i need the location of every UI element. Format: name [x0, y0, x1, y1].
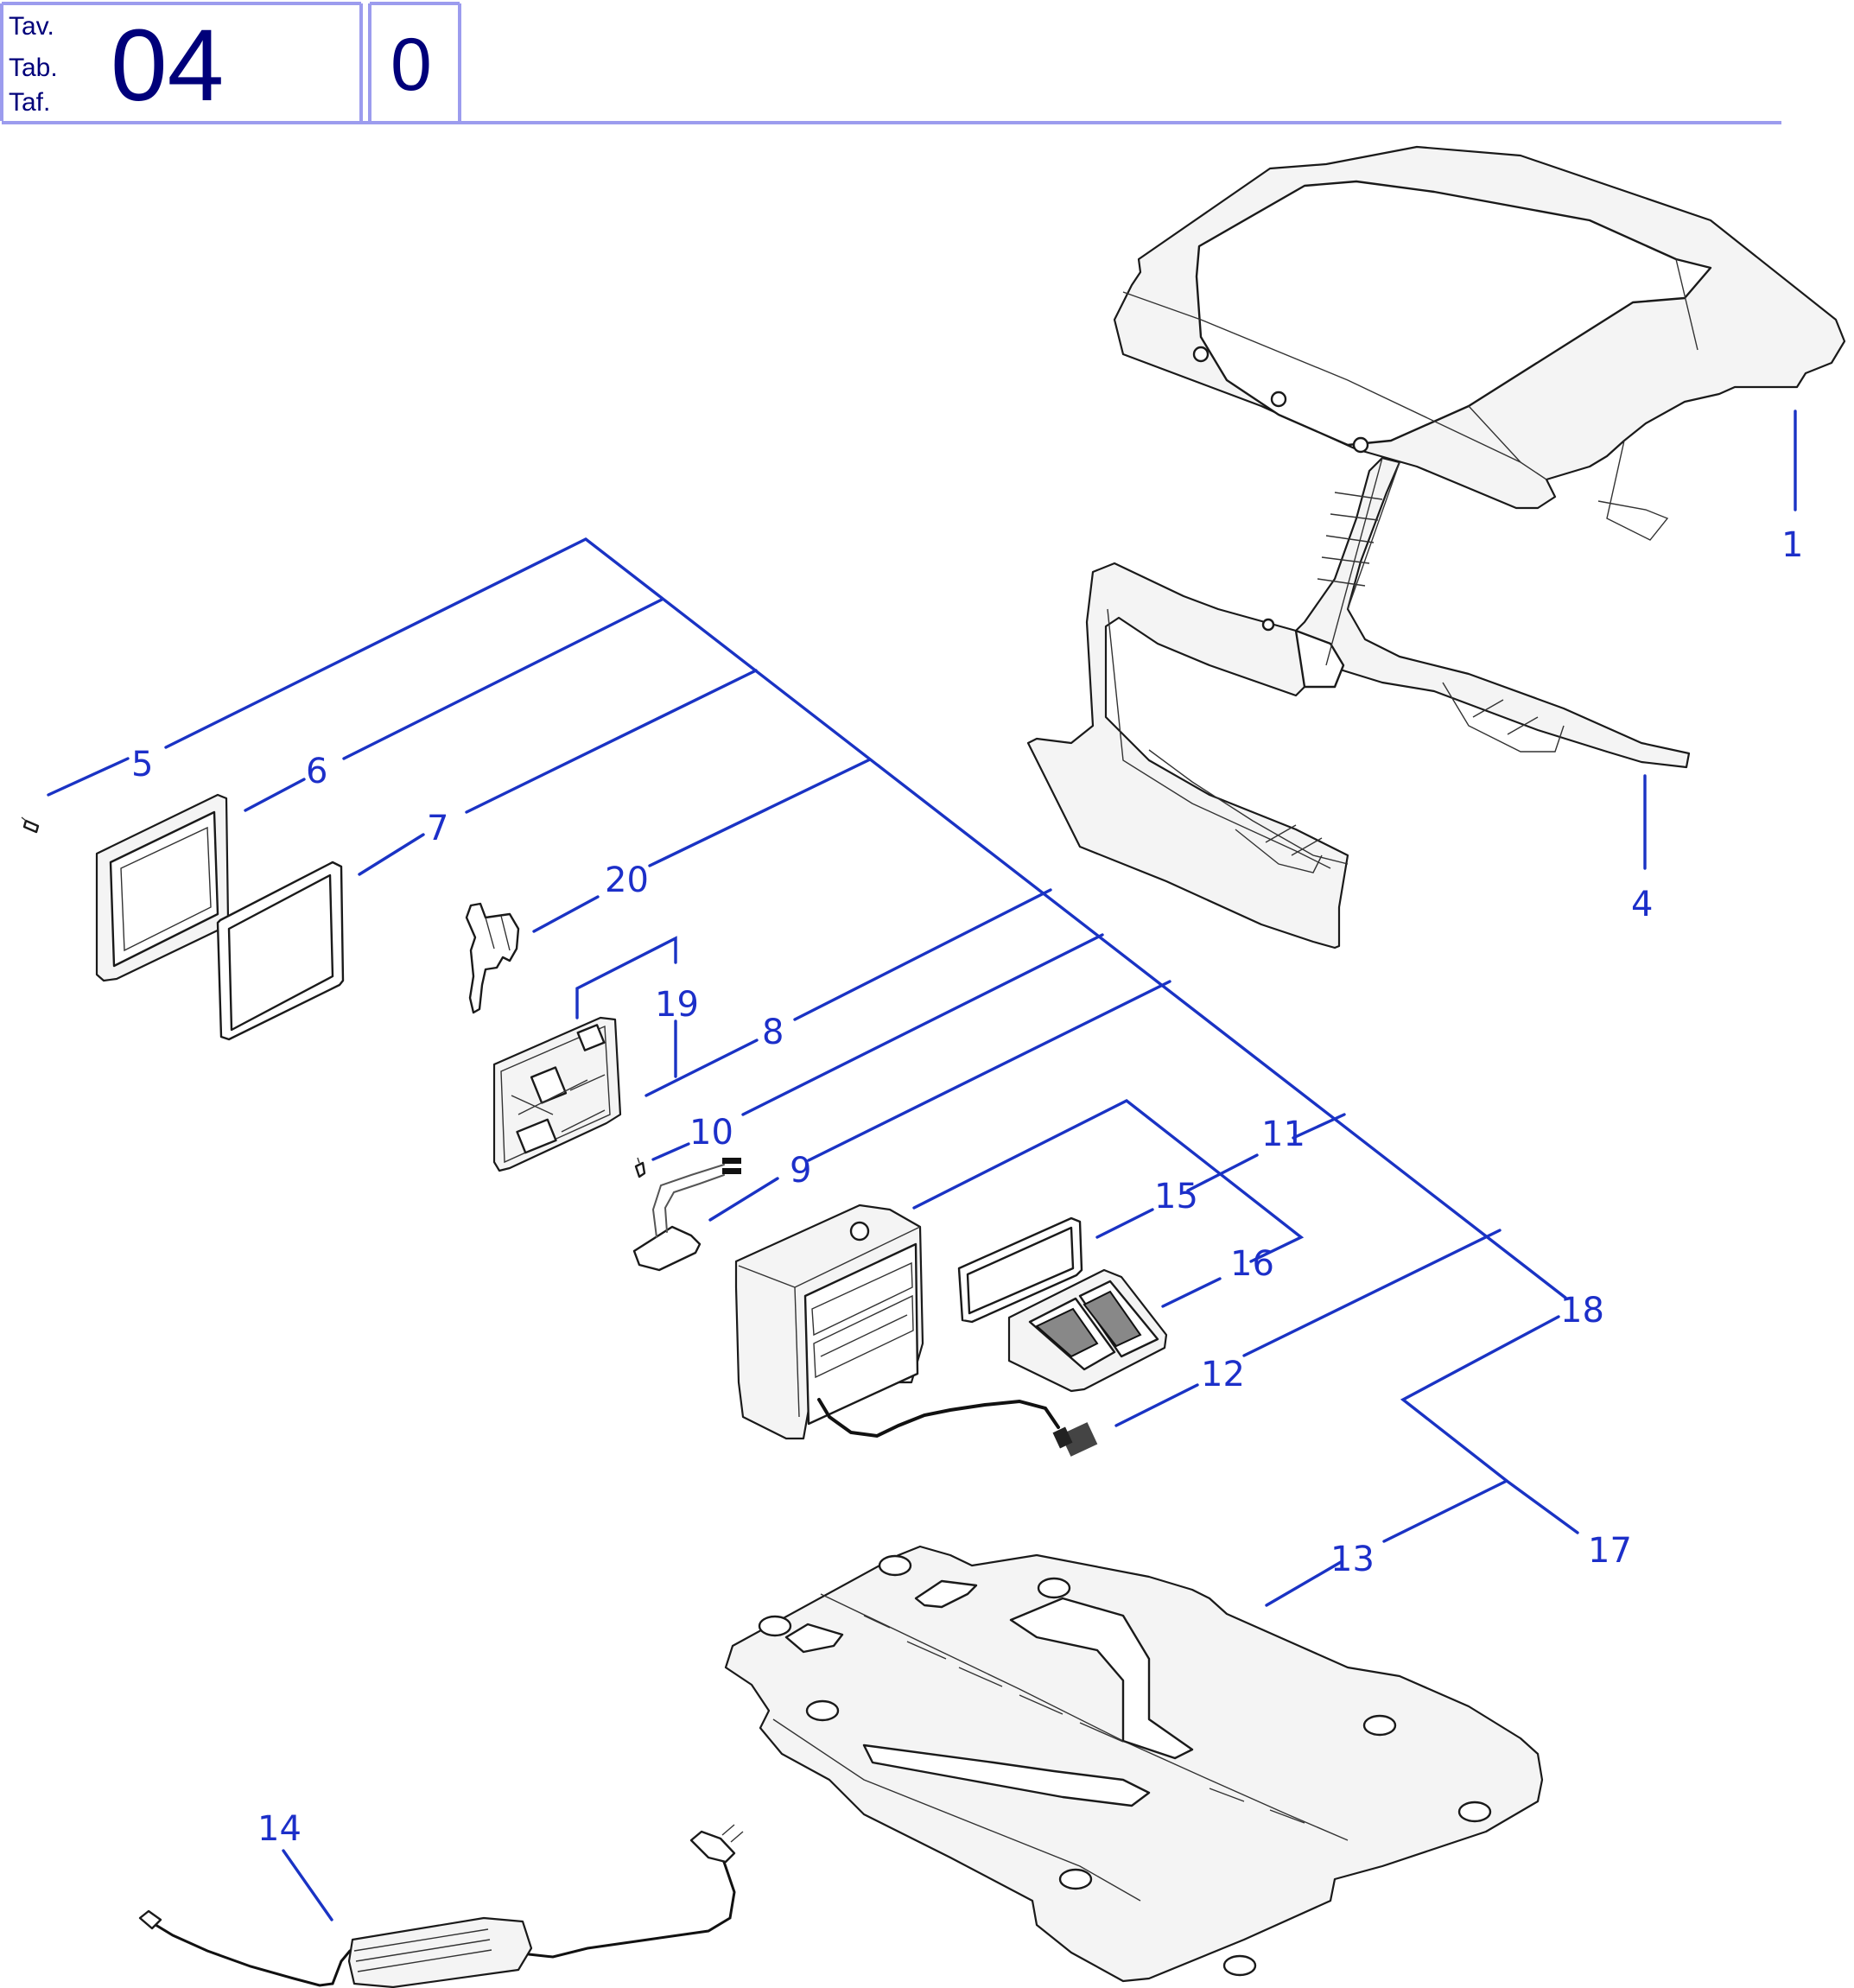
screw-hole-icon [1192, 346, 1210, 363]
callout-13: 13 [1330, 1540, 1375, 1579]
part-16-socket-housing [1007, 1268, 1168, 1393]
part-15-gasket [957, 1216, 1083, 1324]
part-20-bracket [465, 902, 520, 1014]
part-4-arch-frame [1026, 456, 1691, 950]
callout-18: 18 [1560, 1291, 1604, 1331]
callout-19: 19 [655, 985, 699, 1025]
callout-4: 4 [1631, 885, 1653, 924]
table-number: 04 [111, 9, 224, 123]
title-label-taf: Taf. [9, 88, 50, 117]
callout-10: 10 [689, 1113, 733, 1153]
callout-15: 15 [1154, 1177, 1198, 1216]
part-1-roof [1113, 145, 1846, 541]
part-5-screw [21, 816, 40, 834]
part-13-base-plate [724, 1545, 1544, 1983]
callout-5: 5 [131, 745, 153, 784]
callout-14: 14 [257, 1809, 302, 1849]
leader-lines [47, 410, 1797, 1921]
part-6-cover-panel [95, 793, 230, 982]
callout-9: 9 [790, 1151, 811, 1191]
screw-hole-icon [1270, 391, 1287, 408]
part-11-control-box [734, 1204, 1098, 1457]
revision-number: 0 [390, 23, 432, 106]
title-block: Tav. Tab. Taf. 04 0 [0, 2, 1781, 124]
title-label-tab: Tab. [9, 54, 58, 82]
part-9-connector-lead [632, 1158, 741, 1272]
callout-20: 20 [605, 861, 649, 900]
callout-1: 1 [1781, 525, 1803, 565]
part-10-screw [634, 1157, 646, 1178]
callout-8: 8 [762, 1013, 784, 1052]
callout-16: 16 [1230, 1244, 1274, 1284]
callout-7: 7 [427, 809, 448, 848]
screw-hole-icon [1261, 618, 1275, 632]
part-7-gasket [216, 861, 345, 1041]
callout-11: 11 [1261, 1115, 1305, 1154]
callout-labels: 1 4 5 6 7 20 19 8 10 9 11 15 16 18 12 17… [131, 525, 1803, 1849]
screw-hole-icon [1352, 436, 1369, 454]
part-8-circuit-board [492, 1016, 622, 1172]
callout-6: 6 [306, 752, 327, 791]
callout-17: 17 [1588, 1531, 1632, 1571]
title-label-tav: Tav. [9, 12, 54, 41]
callout-12: 12 [1201, 1355, 1245, 1394]
part-14-power-supply [138, 1824, 744, 1988]
